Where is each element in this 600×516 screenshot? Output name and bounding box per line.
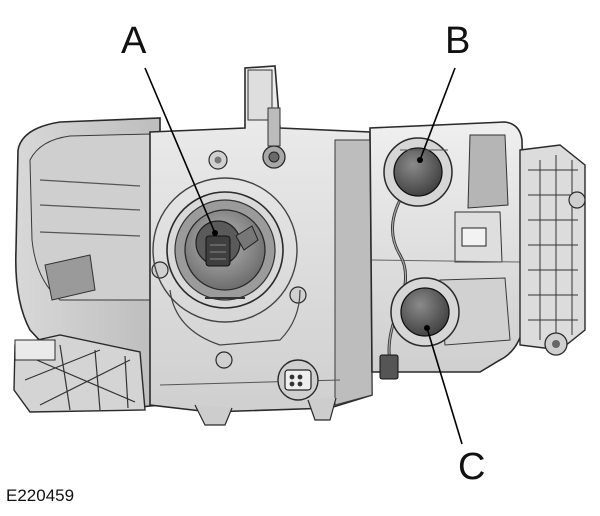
- lower-left-mounting-bracket: [13, 334, 146, 413]
- leader-dot-c: [424, 325, 430, 331]
- high-beam-bulb-socket: [383, 137, 453, 207]
- right-mounting-bracket: [519, 144, 586, 356]
- leader-line-a: [144, 67, 216, 234]
- callout-label-c: C: [458, 446, 486, 488]
- aim-adjuster-screw: [262, 107, 286, 169]
- electrical-connector-icon: [277, 359, 319, 401]
- leader-line-b: [419, 67, 456, 161]
- turn-signal-bulb-socket: [390, 277, 460, 347]
- leader-dot-a: [212, 230, 218, 236]
- leader-line-c: [426, 327, 463, 445]
- leader-dot-b: [417, 157, 423, 163]
- callout-label-b: B: [445, 20, 471, 62]
- housing-foot-right: [307, 397, 337, 421]
- low-beam-bulb-socket: [152, 177, 298, 323]
- housing-foot-left: [194, 404, 233, 426]
- callout-label-a: A: [121, 20, 147, 62]
- figure-reference-code: E220459: [6, 486, 75, 505]
